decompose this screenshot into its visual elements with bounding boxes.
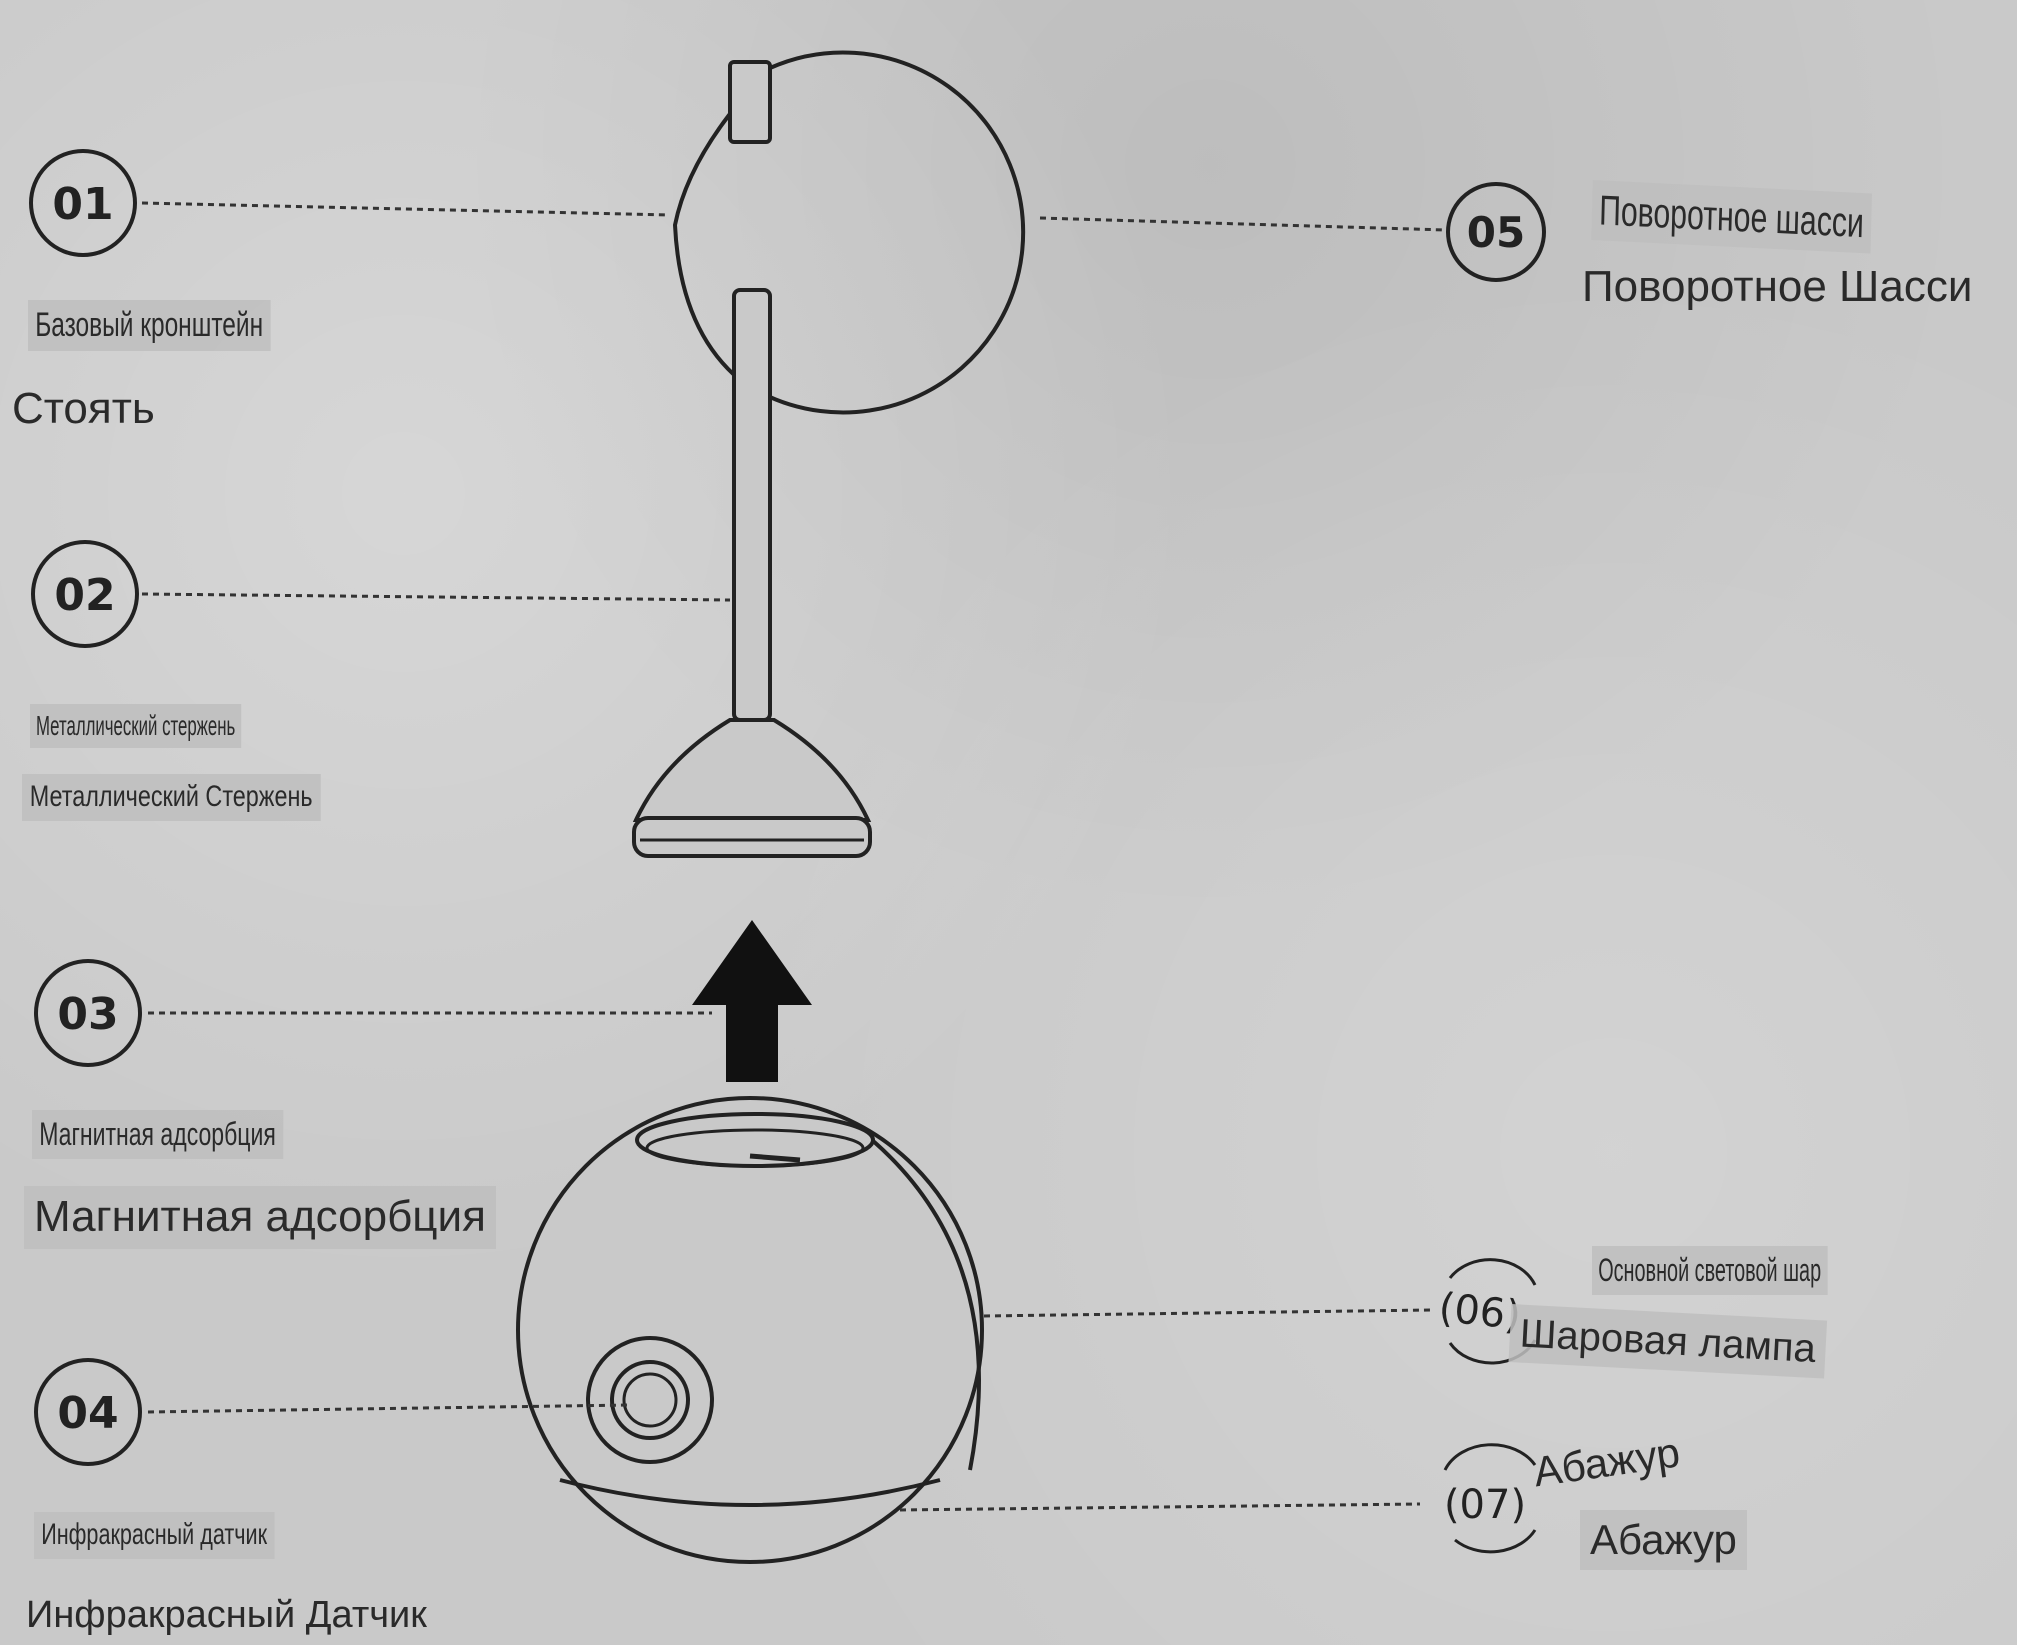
lampshade-part: [870, 1138, 981, 1471]
callout-06: (06): [1437, 1258, 1537, 1365]
callout-04: 04: [34, 1358, 142, 1466]
callout-01-label-small: Базовый кронштейн: [28, 300, 271, 352]
callout-04-label-small: Инфракрасный датчик: [34, 1512, 275, 1559]
metal-rod-part: [732, 288, 772, 722]
callout-05-circle: [1446, 182, 1546, 282]
infrared-sensor-part: [586, 1336, 714, 1464]
callout-05: 05: [1446, 182, 1546, 282]
callout-03-number: 03: [57, 989, 118, 1040]
base-stand-part: [632, 718, 872, 822]
callout-04-label-large: Инфракрасный Датчик: [26, 1594, 427, 1636]
callout-03-label-large: Магнитная адсорбция: [24, 1186, 496, 1249]
callout-01: 01: [29, 149, 137, 257]
callout-02-number: 02: [54, 570, 115, 621]
callout-02-circle: [31, 540, 139, 648]
callout-07-number: (07): [1444, 1482, 1526, 1528]
callout-06-number: (06): [1437, 1285, 1523, 1339]
rotating-chassis-part: [672, 50, 1026, 415]
up-arrow-icon: [692, 920, 812, 1082]
callout-03-label-small: Магнитная адсорбция: [32, 1110, 284, 1159]
callout-06-label-small: Основной световой шар: [1592, 1246, 1828, 1295]
leader-lines: [141, 201, 1447, 1512]
callout-07-label-large: Абажур: [1580, 1510, 1747, 1571]
callout-02-label-small: Металлический стержень: [30, 704, 242, 749]
callout-04-number: 04: [57, 1388, 118, 1439]
callout-03-circle: [34, 959, 142, 1067]
callout-07: (07): [1443, 1443, 1537, 1554]
callout-07-circle: [1443, 1443, 1537, 1554]
callout-02: 02: [31, 540, 139, 648]
callout-01-label-large: Стоять: [12, 384, 155, 433]
callout-01-number: 01: [52, 179, 113, 230]
callout-04-circle: [34, 1358, 142, 1466]
callout-03: 03: [34, 959, 142, 1067]
chassis-pin: [728, 60, 772, 144]
callout-01-circle: [29, 149, 137, 257]
base-stand-foot: [632, 816, 872, 858]
callout-05-label-large: Поворотное Шасси: [1582, 262, 1973, 311]
callout-02-label-large: Металлический Стержень: [22, 774, 321, 821]
lamp-drawing: [516, 50, 1026, 1564]
callout-05-number: 05: [1467, 208, 1525, 257]
